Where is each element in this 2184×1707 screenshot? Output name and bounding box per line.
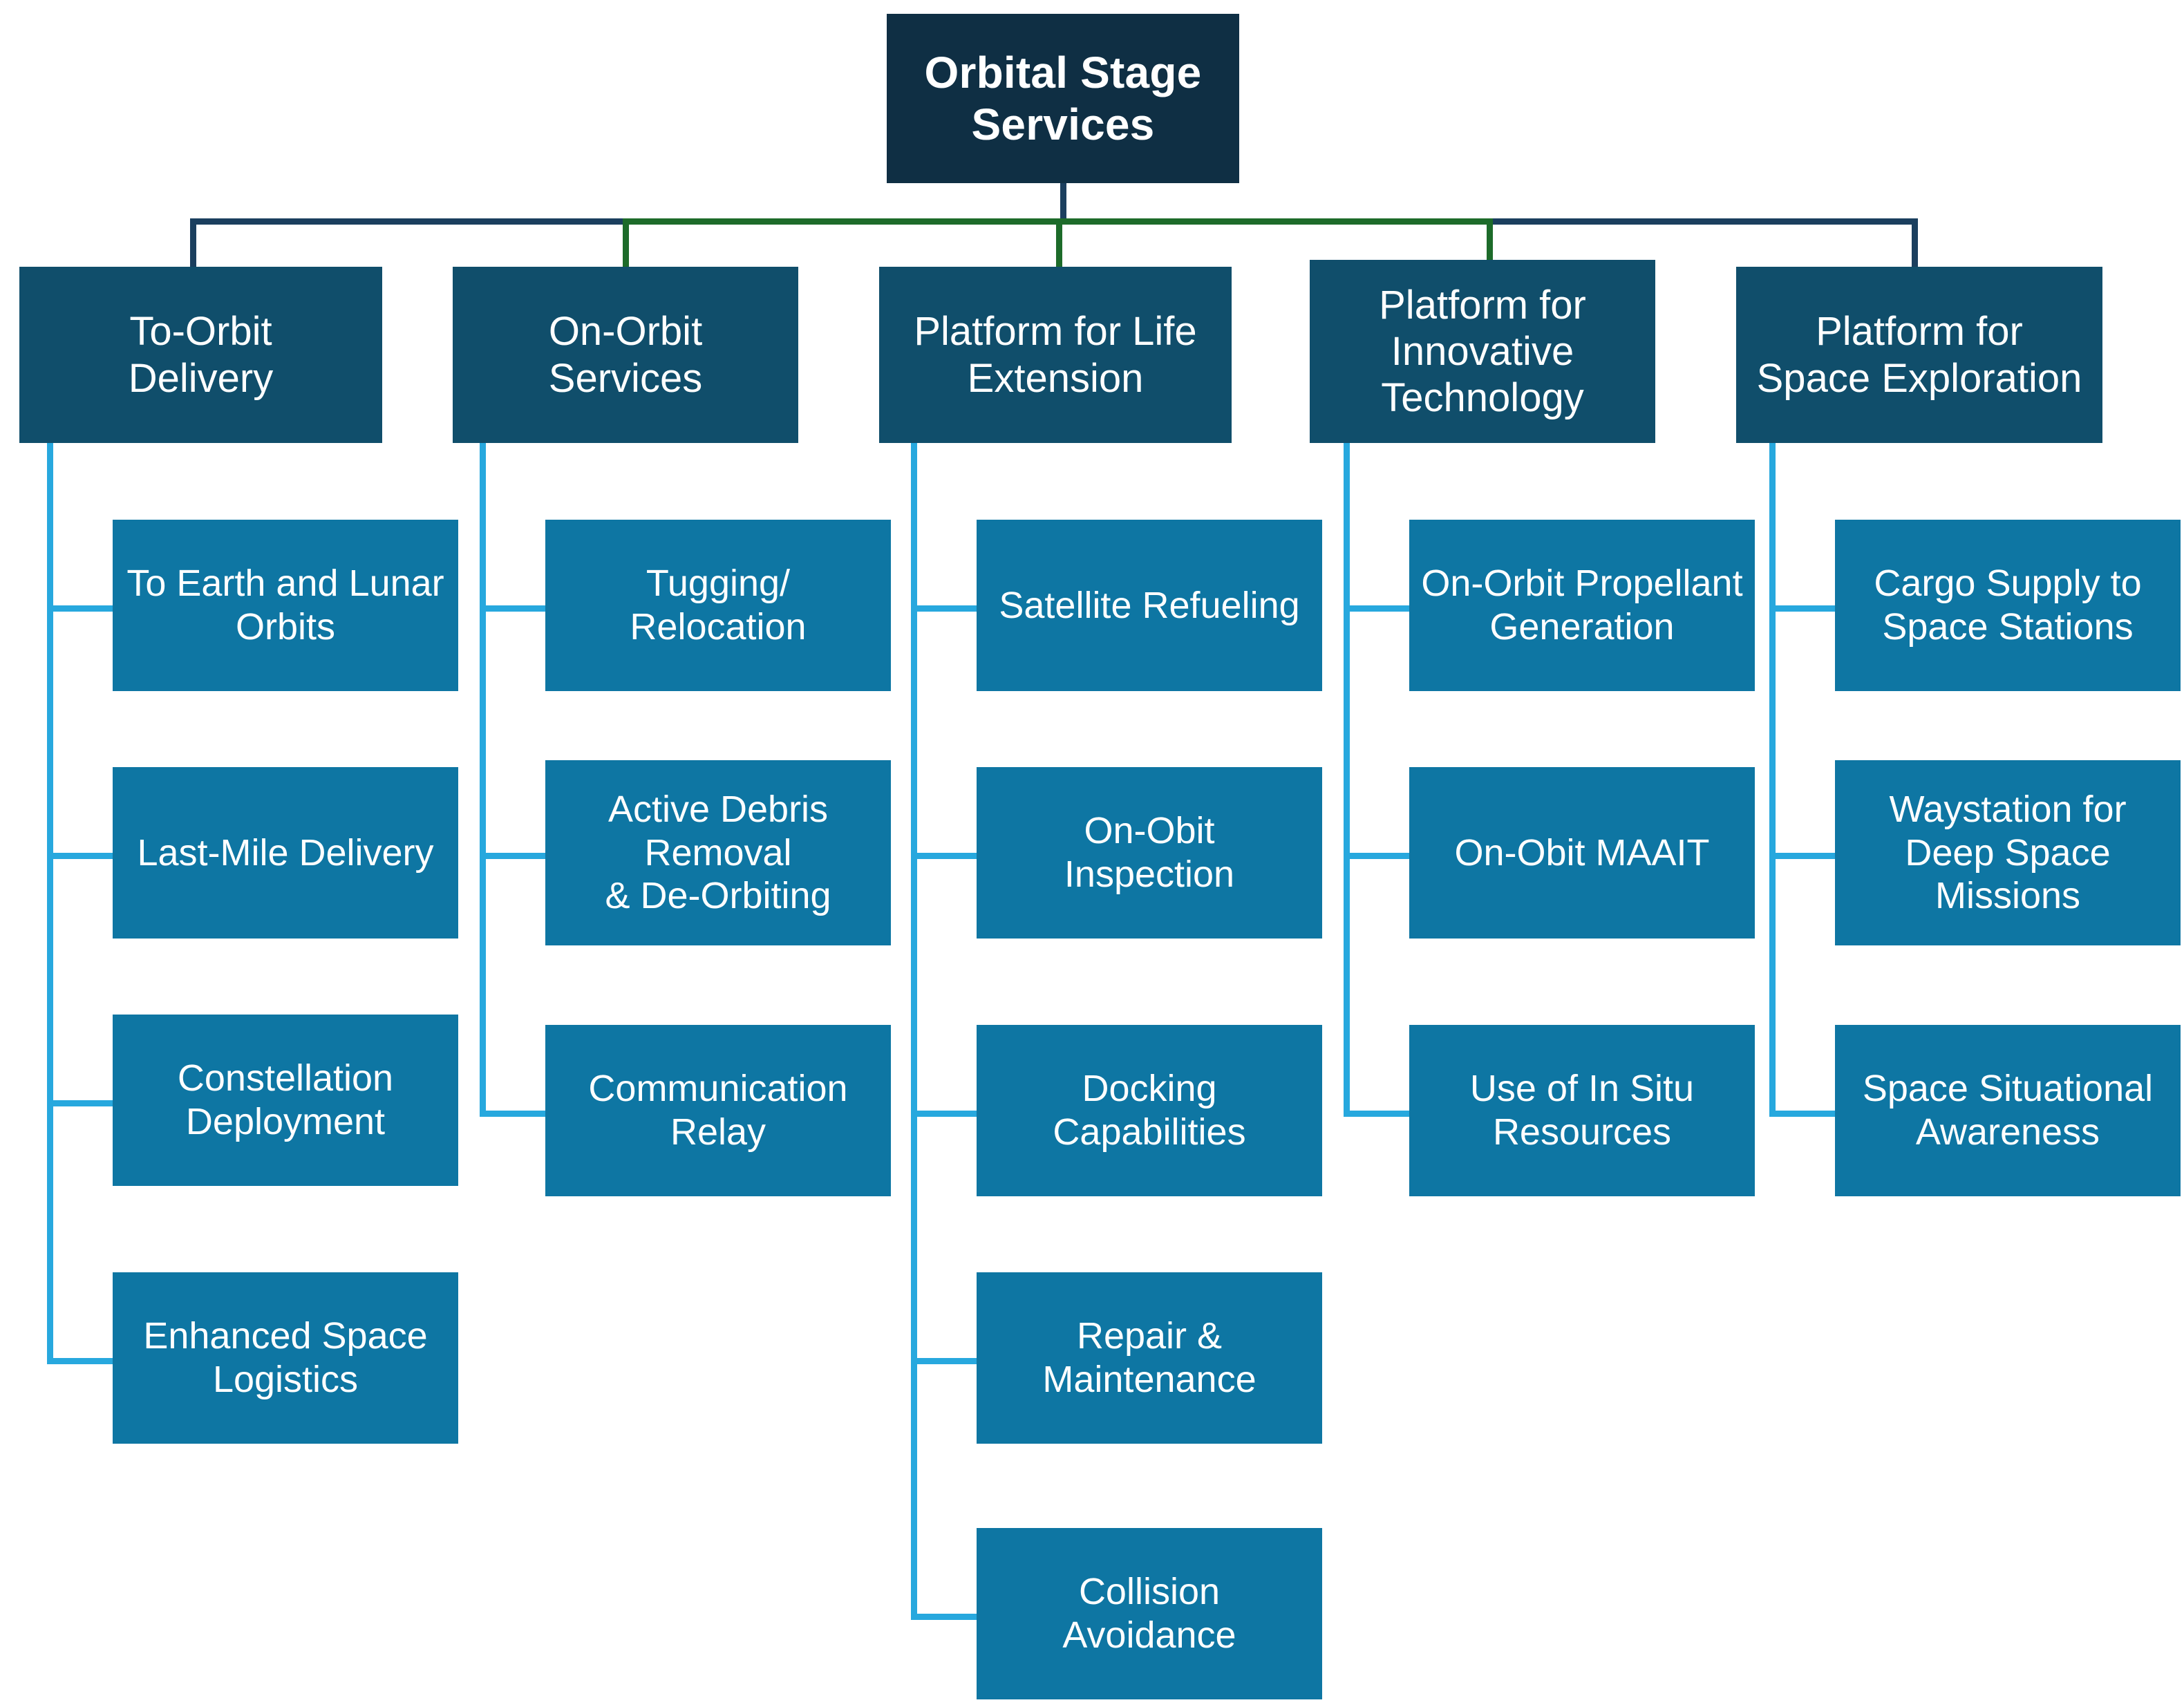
leaf-node-enhanced-space-logistics[interactable]: Enhanced Space Logistics [113, 1272, 458, 1444]
leaf-node-active-debris-removal[interactable]: Active Debris Removal & De-Orbiting [545, 760, 891, 945]
leaf-node-on-obit-maait[interactable]: On-Obit MAAIT [1409, 767, 1755, 939]
connector-tee-5-2 [1769, 853, 1835, 859]
connector-tee-2-3 [480, 1111, 545, 1117]
leaf-node-to-earth-and-lunar-orbits[interactable]: To Earth and Lunar Orbits [113, 520, 458, 691]
leaf-node-use-of-in-situ-resources[interactable]: Use of In Situ Resources [1409, 1025, 1755, 1196]
connector-tee-3-1 [911, 605, 977, 612]
leaf-node-last-mile-delivery[interactable]: Last-Mile Delivery [113, 767, 458, 939]
connector-spine-branch-2 [480, 443, 486, 1117]
connector-bus-navy-right [1489, 218, 1918, 225]
leaf-node-communication-relay[interactable]: Communication Relay [545, 1025, 891, 1196]
category-node-on-orbit-services[interactable]: On-Orbit Services [453, 267, 798, 443]
leaf-node-tugging-relocation[interactable]: Tugging/ Relocation [545, 520, 891, 691]
connector-drop-branch-2 [623, 218, 629, 267]
connector-tee-1-3 [47, 1100, 113, 1106]
leaf-node-cargo-supply-to-space-stations[interactable]: Cargo Supply to Space Stations [1835, 520, 2181, 691]
connector-spine-branch-1 [47, 443, 53, 1364]
connector-drop-branch-5 [1912, 218, 1918, 267]
connector-drop-branch-4 [1487, 218, 1493, 260]
connector-tee-5-1 [1769, 605, 1835, 612]
connector-tee-1-4 [47, 1358, 113, 1364]
connector-tee-3-2 [911, 853, 977, 859]
root-node-orbital-stage-services[interactable]: Orbital Stage Services [887, 14, 1239, 183]
connector-tee-3-4 [911, 1358, 977, 1364]
connector-spine-branch-4 [1344, 443, 1350, 1117]
leaf-node-on-obit-inspection[interactable]: On-Obit Inspection [977, 767, 1322, 939]
category-node-platform-for-life-extension[interactable]: Platform for Life Extension [879, 267, 1232, 443]
connector-tee-4-3 [1344, 1111, 1409, 1117]
leaf-node-satellite-refueling[interactable]: Satellite Refueling [977, 520, 1322, 691]
connector-tee-2-2 [480, 853, 545, 859]
leaf-node-docking-capabilities[interactable]: Docking Capabilities [977, 1025, 1322, 1196]
leaf-node-collision-avoidance[interactable]: Collision Avoidance [977, 1528, 1322, 1699]
connector-tee-4-2 [1344, 853, 1409, 859]
category-node-to-orbit-delivery[interactable]: To-Orbit Delivery [19, 267, 382, 443]
connector-tee-2-1 [480, 605, 545, 612]
connector-spine-branch-5 [1769, 443, 1776, 1117]
connector-tee-1-2 [47, 853, 113, 859]
leaf-node-waystation-for-deep-space-missions[interactable]: Waystation for Deep Space Missions [1835, 760, 2181, 945]
connector-tee-5-3 [1769, 1111, 1835, 1117]
connector-bus-navy-left [190, 218, 625, 225]
leaf-node-on-orbit-propellant-generation[interactable]: On-Orbit Propellant Generation [1409, 520, 1755, 691]
connector-tee-4-1 [1344, 605, 1409, 612]
connector-spine-branch-3 [911, 443, 917, 1620]
connector-tee-1-1 [47, 605, 113, 612]
connector-drop-branch-3 [1056, 218, 1062, 267]
leaf-node-constellation-deployment[interactable]: Constellation Deployment [113, 1015, 458, 1186]
category-node-platform-for-space-exploration[interactable]: Platform for Space Exploration [1736, 267, 2102, 443]
category-node-platform-for-innovative-technology[interactable]: Platform for Innovative Technology [1310, 260, 1655, 443]
leaf-node-space-situational-awareness[interactable]: Space Situational Awareness [1835, 1025, 2181, 1196]
connector-root-stem [1060, 183, 1066, 221]
leaf-node-repair-and-maintenance[interactable]: Repair & Maintenance [977, 1272, 1322, 1444]
connector-tee-3-5 [911, 1614, 977, 1620]
connector-drop-branch-1 [190, 218, 196, 267]
connector-tee-3-3 [911, 1111, 977, 1117]
